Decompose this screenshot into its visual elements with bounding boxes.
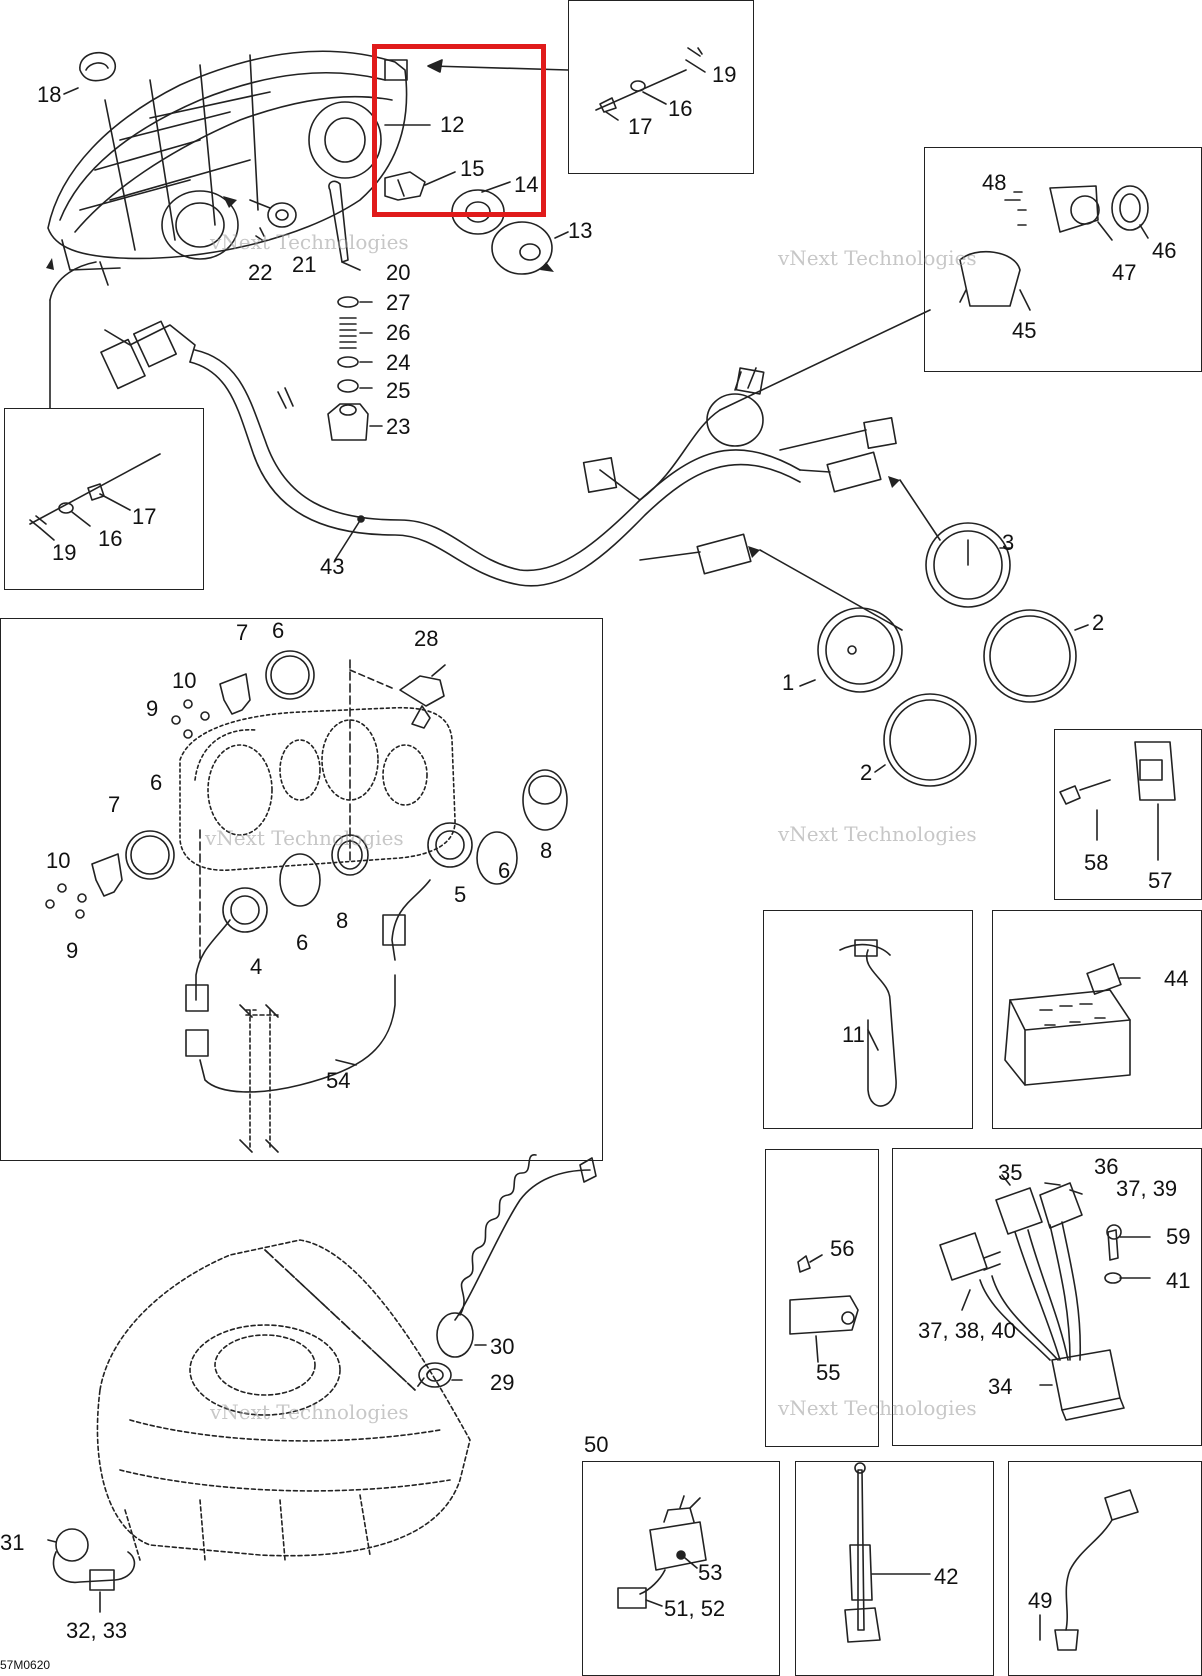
callout: 27 — [386, 290, 411, 315]
callout: 58 — [1084, 850, 1109, 875]
callout: 44 — [1164, 966, 1189, 991]
callout: 55 — [816, 1360, 841, 1385]
callout: 32, 33 — [66, 1618, 128, 1643]
callout: 29 — [490, 1370, 515, 1395]
callout: 37, 39 — [1116, 1176, 1178, 1201]
callout: 17 — [628, 114, 653, 139]
highlight-box — [372, 44, 546, 217]
fuse-box-detail — [992, 910, 1202, 1129]
hardware-detail-box-top — [568, 0, 754, 174]
callout: 9 — [146, 696, 159, 721]
callout: 28 — [414, 626, 439, 651]
callout: 6 — [150, 770, 163, 795]
callout: 53 — [698, 1560, 723, 1585]
callout: 43 — [320, 554, 345, 579]
callout: 2 — [860, 760, 873, 785]
box-50 — [582, 1461, 780, 1676]
callout: 12 — [440, 112, 465, 137]
callout: 42 — [934, 1564, 959, 1589]
callout: 19 — [52, 540, 77, 565]
callout: 10 — [172, 668, 197, 693]
bracket-detail-box — [1054, 729, 1202, 900]
callout: 54 — [326, 1068, 351, 1093]
sensor-49-box — [1008, 1461, 1202, 1676]
callout: 5 — [454, 882, 467, 907]
callout: 26 — [386, 320, 411, 345]
callout: 49 — [1028, 1588, 1053, 1613]
callout: 47 — [1112, 260, 1137, 285]
callout: 15 — [460, 156, 485, 181]
callout: 9 — [66, 938, 79, 963]
clip-18 — [63, 51, 117, 95]
callout: 37, 38, 40 — [918, 1318, 1016, 1343]
callout: 7 — [236, 620, 249, 645]
callout: 59 — [1166, 1224, 1191, 1249]
callout: 16 — [668, 96, 693, 121]
callout: 2 — [1092, 610, 1105, 635]
callout: 14 — [514, 172, 539, 197]
callout: 6 — [498, 858, 511, 883]
fuel-sender-box — [763, 910, 973, 1129]
dash-cluster — [45, 650, 568, 1153]
callout: 46 — [1152, 238, 1177, 263]
callout: 34 — [988, 1374, 1013, 1399]
callout: 48 — [982, 170, 1007, 195]
callout: 31 — [0, 1530, 25, 1555]
dash-cluster-box — [0, 618, 603, 1161]
callout: 19 — [712, 62, 737, 87]
wiring-harness-43 — [100, 309, 931, 587]
callout: 6 — [272, 618, 285, 643]
callout: 1 — [782, 670, 795, 695]
callout: 21 — [292, 252, 317, 277]
gauges — [759, 479, 1089, 787]
callout: 4 — [250, 954, 263, 979]
callout: 6 — [296, 930, 309, 955]
callout: 23 — [386, 414, 411, 439]
callout: 25 — [386, 378, 411, 403]
callout: 17 — [132, 504, 157, 529]
callout: 13 — [568, 218, 593, 243]
callout: 57 — [1148, 868, 1173, 893]
hardware-detail-box-left — [4, 408, 204, 590]
sensor-42-box — [795, 1461, 994, 1676]
callout: 36 — [1094, 1154, 1119, 1179]
callout: 16 — [98, 526, 123, 551]
callout: 22 — [248, 260, 273, 285]
callout: 41 — [1166, 1268, 1191, 1293]
group-label: 50 — [584, 1432, 609, 1457]
callout: 8 — [540, 838, 553, 863]
callout: 3 — [1002, 530, 1015, 555]
callout: 8 — [336, 908, 349, 933]
callout: 56 — [830, 1236, 855, 1261]
callout: 10 — [46, 848, 71, 873]
figure-code: 57M0620 — [0, 1658, 51, 1672]
callout: 30 — [490, 1334, 515, 1359]
callout: 35 — [998, 1160, 1023, 1185]
callout: 24 — [386, 350, 411, 375]
callout: 7 — [108, 792, 121, 817]
bracket-55-box — [765, 1149, 879, 1447]
callout: 20 — [386, 260, 411, 285]
headlamp-housing — [47, 50, 408, 286]
callout: 11 — [842, 1022, 865, 1047]
callout: 18 — [37, 82, 62, 107]
callout: 51, 52 — [664, 1596, 726, 1621]
callout: 45 — [1012, 318, 1037, 343]
